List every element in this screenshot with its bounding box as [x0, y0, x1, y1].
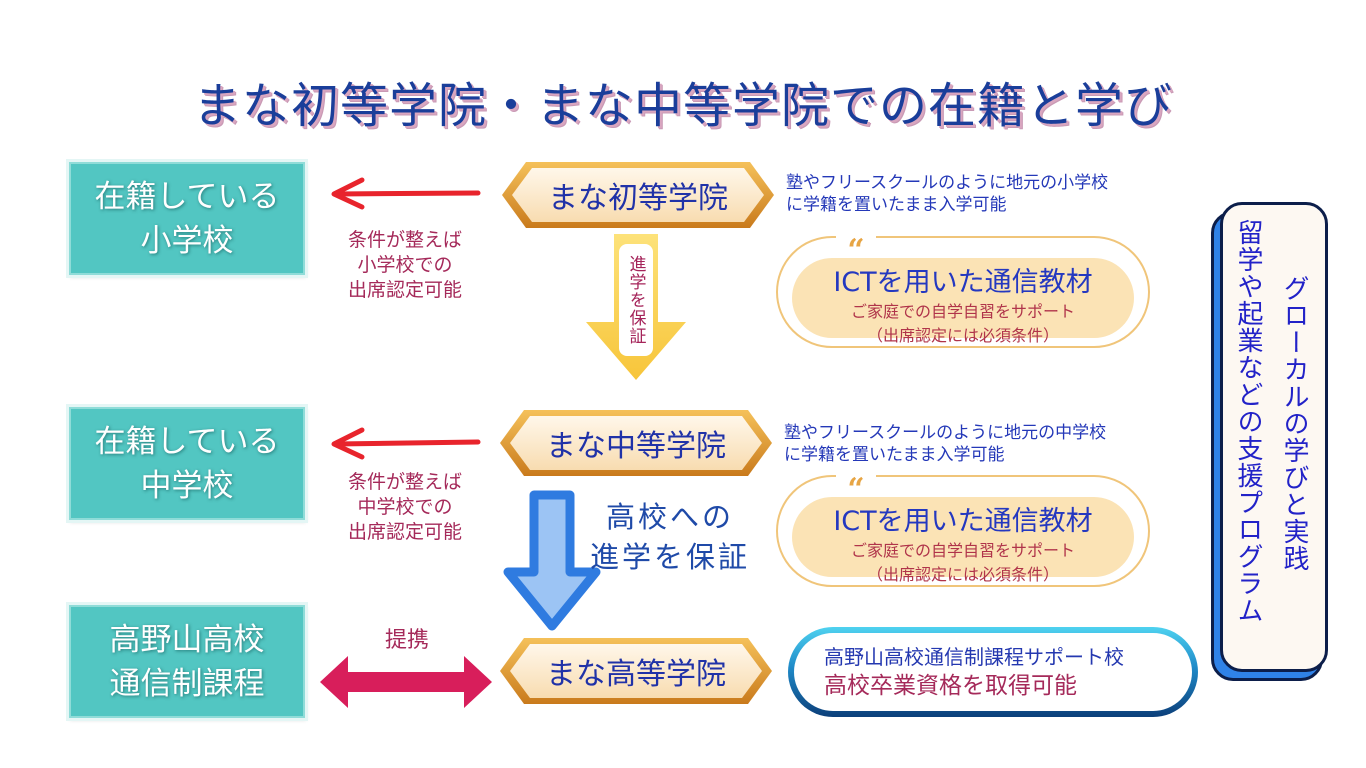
school-juniorhigh-badge: まな中等学院 — [498, 408, 774, 478]
ict-sub2-elementary: （出席認定には必須条件） — [866, 326, 1059, 345]
support-program-text: 留学や起業などの支援プログラム — [1233, 219, 1263, 624]
enrolled-elementary-box: 在籍している 小学校 — [69, 162, 305, 275]
pink-double-arrow — [320, 656, 492, 708]
description-juniorhigh-line2: に学籍を置いたまま入学可能 — [784, 445, 1005, 465]
description-elementary-line1: 塾やフリースクールのように地元の小学校 — [786, 173, 1109, 193]
partnership-label: 提携 — [385, 628, 430, 653]
condition-elementary-line1: 条件が整えば — [347, 229, 462, 251]
yellow-arrow-label: 進学を保証 — [619, 244, 653, 356]
ict-title-juniorhigh: ICTを用いた通信教材 — [833, 506, 1093, 537]
school-high-badge: まな高等学院 — [498, 636, 774, 706]
description-juniorhigh: 塾やフリースクールのように地元の中学校 に学籍を置いたまま入学可能 — [784, 422, 1106, 466]
support-line2: 高校卒業資格を取得可能 — [824, 673, 1077, 699]
enrolled-elementary-line2: 小学校 — [140, 222, 234, 259]
enrolled-elementary-line1: 在籍している — [94, 178, 280, 215]
page-title: まな初等学院・まな中等学院での在籍と学び — [192, 78, 1173, 134]
glocal-title: グローカルの学びと実践 — [1279, 275, 1309, 572]
hexagon-badge-shape — [500, 410, 772, 476]
koyasan-line1: 高野山高校 — [109, 621, 265, 658]
school-elementary-badge: まな初等学院 — [500, 160, 776, 230]
ict-sub2-juniorhigh: （出席認定には必須条件） — [866, 565, 1059, 584]
support-school-card-inner: 高野山高校通信制課程サポート校 高校卒業資格を取得可能 — [794, 633, 1192, 711]
condition-juniorhigh-line3: 出席認定可能 — [347, 521, 462, 543]
condition-elementary: 条件が整えば 小学校での 出席認定可能 — [330, 228, 480, 303]
support-line1: 高野山高校通信制課程サポート校 — [824, 645, 1124, 669]
condition-elementary-line2: 小学校での — [357, 254, 453, 276]
ict-sub1-juniorhigh: ご家庭での自学自習をサポート — [850, 541, 1075, 560]
glocal-program-panel: グローカルの学びと実践 留学や起業などの支援プログラム — [1220, 202, 1328, 672]
red-arrow-left-2 — [331, 427, 481, 460]
ict-card-elementary: “ ICTを用いた通信教材 ご家庭での自学自習をサポート （出席認定には必須条件… — [776, 234, 1150, 348]
blue-arrow-label-line1: 高校への — [605, 500, 734, 534]
blue-arrow-label-line2: 進学を保証 — [589, 540, 750, 574]
condition-elementary-line3: 出席認定可能 — [347, 279, 462, 301]
koyasan-line2: 通信制課程 — [109, 665, 265, 702]
enrolled-juniorhigh-line1: 在籍している — [94, 423, 280, 460]
ict-card-juniorhigh: “ ICTを用いた通信教材 ご家庭での自学自習をサポート （出席認定には必須条件… — [776, 473, 1150, 587]
school-high-label: まな高等学院 — [546, 657, 726, 692]
blue-down-arrow — [503, 490, 601, 631]
hexagon-badge-shape — [500, 638, 772, 704]
school-elementary-label: まな初等学院 — [548, 181, 728, 216]
description-juniorhigh-line1: 塾やフリースクールのように地元の中学校 — [784, 423, 1107, 443]
quote-icon: “ — [836, 473, 876, 507]
condition-juniorhigh-line1: 条件が整えば — [347, 471, 462, 493]
enrolled-juniorhigh-line2: 中学校 — [140, 467, 234, 504]
school-juniorhigh-label: まな中等学院 — [546, 429, 726, 464]
condition-juniorhigh-line2: 中学校での — [357, 496, 453, 518]
hexagon-badge-shape — [502, 162, 774, 228]
description-elementary-line2: に学籍を置いたまま入学可能 — [786, 195, 1007, 215]
enrolled-juniorhigh-box: 在籍している 中学校 — [69, 407, 305, 520]
description-elementary: 塾やフリースクールのように地元の小学校 に学籍を置いたまま入学可能 — [786, 172, 1108, 216]
blue-arrow-label: 高校への 進学を保証 — [580, 497, 760, 577]
ict-sub1-elementary: ご家庭での自学自習をサポート — [850, 302, 1075, 321]
ict-title-elementary: ICTを用いた通信教材 — [833, 267, 1093, 298]
condition-juniorhigh: 条件が整えば 中学校での 出席認定可能 — [330, 470, 480, 545]
ict-card-fill — [792, 497, 1134, 577]
koyasan-highschool-box: 高野山高校 通信制課程 — [69, 605, 305, 718]
quote-icon: “ — [836, 234, 876, 268]
red-arrow-left-1 — [331, 177, 481, 210]
ict-card-fill — [792, 258, 1134, 338]
support-school-card: 高野山高校通信制課程サポート校 高校卒業資格を取得可能 — [788, 627, 1198, 717]
